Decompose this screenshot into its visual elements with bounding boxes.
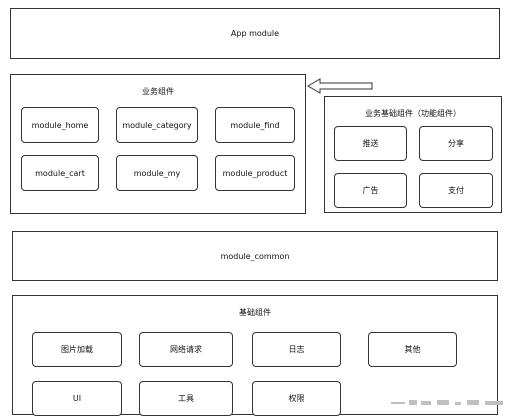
module-home-label: module_home	[31, 120, 89, 130]
app-module-label: App module	[230, 29, 280, 38]
module-find-box: module_find	[215, 107, 295, 143]
module-cart-box: module_cart	[21, 155, 99, 191]
module-home-box: module_home	[21, 107, 99, 143]
ads-label: 广告	[362, 186, 379, 195]
module-find-label: module_find	[230, 120, 280, 130]
watermark-graphic	[391, 400, 503, 405]
module-category-label: module_category	[122, 120, 192, 130]
network-request-label: 网络请求	[170, 345, 202, 354]
base-components-title: 基础组件	[239, 308, 271, 317]
permission-label: 权限	[288, 394, 305, 403]
ui-box: UI	[32, 381, 122, 416]
module-common-box: module_common	[12, 231, 498, 281]
module-common-label: module_common	[220, 251, 290, 261]
business-components-title: 业务组件	[142, 87, 174, 96]
payment-box: 支付	[419, 173, 493, 208]
module-cart-label: module_cart	[35, 168, 85, 178]
permission-box: 权限	[252, 381, 341, 416]
module-my-box: module_my	[116, 155, 198, 191]
log-label: 日志	[288, 345, 305, 354]
share-label: 分享	[448, 139, 464, 148]
log-box: 日志	[252, 332, 341, 367]
module-my-label: module_my	[133, 168, 181, 178]
ads-box: 广告	[334, 173, 407, 208]
other-box: 其他	[368, 332, 457, 367]
network-request-box: 网络请求	[139, 332, 233, 367]
share-box: 分享	[419, 126, 493, 161]
ui-label: UI	[72, 394, 82, 403]
module-product-label: module_product	[222, 168, 288, 178]
push-label: 推送	[362, 139, 379, 148]
app-module-box: App module	[10, 8, 500, 59]
payment-label: 支付	[448, 186, 464, 195]
tools-box: 工具	[139, 381, 233, 416]
left-arrow-icon	[307, 78, 373, 94]
push-box: 推送	[334, 126, 407, 161]
business-base-components-group: 业务基础组件（功能组件） 推送 分享 广告 支付	[324, 96, 502, 213]
image-loading-box: 图片加载	[32, 332, 122, 367]
image-loading-label: 图片加载	[61, 345, 93, 354]
tools-label: 工具	[178, 394, 194, 403]
module-category-box: module_category	[116, 107, 198, 143]
business-components-group: 业务组件 module_home module_category module_…	[10, 74, 306, 214]
module-product-box: module_product	[215, 155, 295, 191]
other-label: 其他	[404, 345, 421, 354]
base-components-group: 基础组件 图片加载 网络请求 日志 其他 UI 工具 权限	[12, 295, 498, 416]
business-base-components-title: 业务基础组件（功能组件）	[365, 109, 461, 118]
